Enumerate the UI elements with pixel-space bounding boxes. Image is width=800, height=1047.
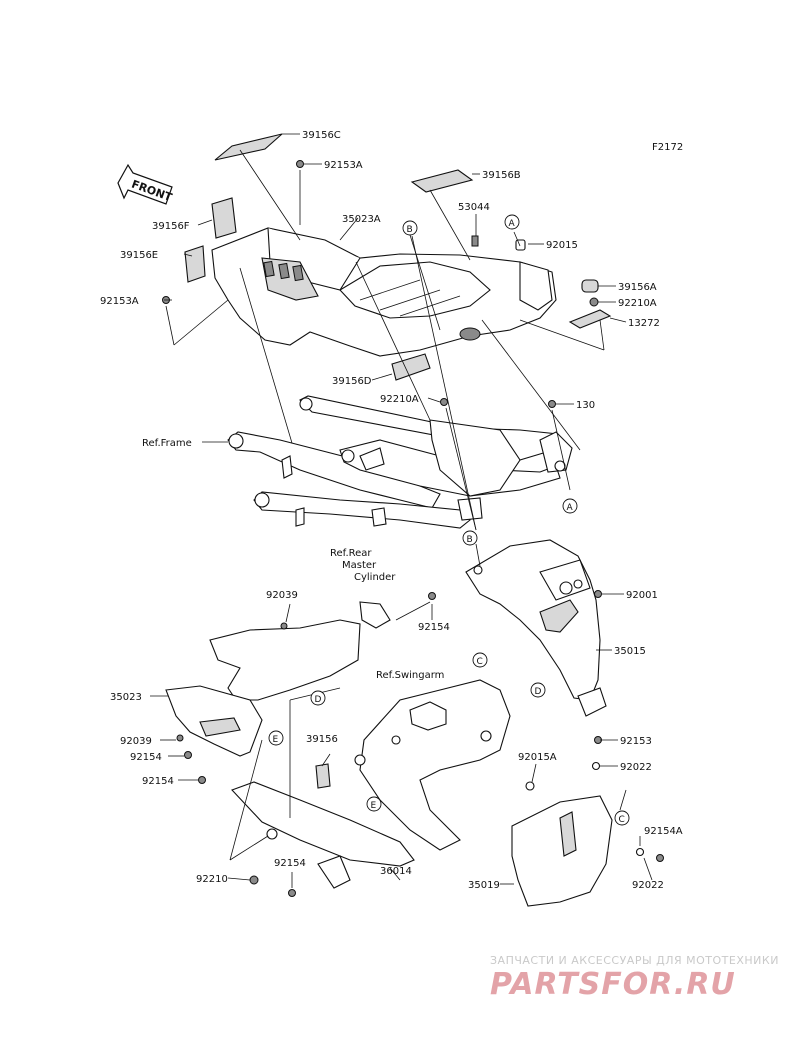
part-label: 130 [576,400,595,411]
svg-text:D: D [315,695,322,705]
part-label: 92210 [196,874,228,885]
diagram-code: F2172 [652,142,683,153]
part-label: 92001 [626,590,658,601]
svg-text:E: E [371,801,377,811]
svg-text:C: C [477,657,483,667]
part-label: 92022 [632,880,664,891]
part-label: Master [342,560,377,571]
callout-marker: A [504,214,520,230]
part-label: 92153A [324,160,363,171]
part-label: 92039 [266,590,298,601]
part-label: 39156D [332,376,372,387]
svg-text:B: B [407,225,413,235]
part-label: 35019 [468,880,500,891]
leader-lines-fender [475,543,624,651]
part-label: Cylinder [354,572,396,583]
leader-lines-middle [202,235,574,531]
part-label: Ref.Swingarm [376,670,444,681]
leader-lines-top [164,133,627,471]
svg-text:A: A [567,503,574,513]
svg-text:E: E [273,735,279,745]
front-arrow-icon: FRONT [117,163,174,205]
part-label: 92154A [644,826,683,837]
callout-marker: B [462,530,478,546]
part-label: 39156F [152,221,190,232]
part-label: 53044 [458,202,490,213]
part-label: 92154 [142,776,174,787]
swingarm-ref [354,679,511,851]
part-label: 35023 [110,692,142,703]
part-label: 39156E [120,250,158,261]
part-label: 39156A [618,282,657,293]
watermark-tagline: ЗАПЧАСТИ И АКСЕССУАРЫ ДЛЯ МОТОТЕХНИКИ [490,954,779,967]
callout-marker: D [530,682,546,698]
part-label: 36014 [380,866,412,877]
svg-text:B: B [467,535,473,545]
part-label: 35023A [342,214,381,225]
part-label: 92015A [518,752,557,763]
part-label: 39156 [306,734,338,745]
watermark-brand: PARTSFOR.RU [490,967,736,1002]
rear-fender-35015 [465,539,607,717]
part-label: 35015 [614,646,646,657]
callout-marker: C [472,652,488,668]
callout-marker: E [268,730,284,746]
part-label: 92039 [120,736,152,747]
rear-subframe-ref [227,395,573,529]
part-label: 92153 [620,736,652,747]
part-label: 92154 [274,858,306,869]
part-label: 13272 [628,318,660,329]
callout-marker: E [366,796,382,812]
callout-marker: C [614,810,630,826]
part-label: 39156B [482,170,521,181]
part-label: 92210A [618,298,657,309]
callout-marker: B [402,220,418,236]
rear-tray-35023a [162,133,612,381]
part-label: 39156C [302,130,341,141]
part-label: 92154 [418,622,450,633]
part-label: 92015 [546,240,578,251]
callout-marker: D [310,690,326,706]
leader-lines-bottom [150,601,653,888]
svg-text:D: D [535,687,542,697]
part-label: 92153A [100,296,139,307]
part-label: 92210A [380,394,419,405]
part-label: 92154 [130,752,162,763]
part-label: 92022 [620,762,652,773]
svg-text:A: A [509,219,516,229]
hugger-35023 [165,592,436,784]
part-label: Ref.Frame [142,438,192,449]
part-label: Ref.Rear [330,548,372,559]
svg-text:C: C [619,815,625,825]
chain-cover-35019 [511,736,664,907]
callout-marker: A [562,498,578,514]
chain-guard-36014 [231,763,415,897]
